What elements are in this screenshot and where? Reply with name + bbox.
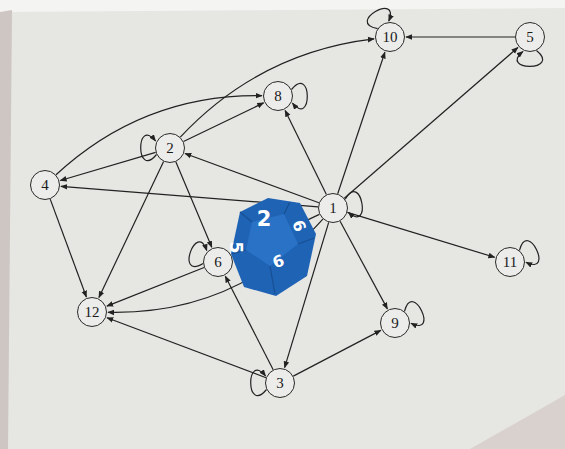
arrow-connector: [185, 154, 319, 203]
arrow-connector: [99, 162, 164, 298]
arrow-connector: [60, 152, 155, 180]
node-number: 4: [41, 178, 49, 193]
arrow-connector: [285, 110, 326, 194]
node-number: 10: [383, 30, 398, 45]
dice-number: 5: [228, 241, 245, 253]
arrow-connector: [517, 51, 543, 67]
number-circle: 1: [318, 193, 348, 223]
node-number: 6: [214, 255, 222, 270]
cloth-edge: [0, 10, 12, 449]
node-number: 1: [329, 201, 337, 216]
arrow-connector: [344, 48, 518, 199]
arrow-connector: [345, 192, 362, 217]
number-circle: 5: [515, 22, 545, 52]
number-circle: 8: [263, 81, 293, 111]
arrow-connector: [293, 330, 381, 376]
arrow-connector: [107, 318, 266, 378]
arrow-connector: [292, 83, 308, 109]
arrow-connector: [176, 162, 212, 248]
arrow-connector: [56, 96, 262, 175]
dice-number: 2: [257, 209, 272, 230]
arrow-connector: [50, 199, 86, 297]
arrow-connector: [338, 52, 385, 194]
node-number: 12: [85, 305, 100, 320]
number-circle: 11: [495, 247, 525, 277]
node-number: 5: [526, 30, 534, 45]
node-number: 8: [274, 89, 282, 104]
arrow-connector: [107, 268, 204, 307]
number-circle: 10: [375, 22, 405, 52]
node-number: 11: [503, 255, 517, 270]
number-circle: 3: [265, 368, 295, 398]
number-circle: 9: [380, 308, 410, 338]
arrow-connector: [340, 221, 387, 309]
node-number: 9: [391, 316, 399, 331]
arrow-connector: [406, 36, 515, 37]
node-number: 3: [276, 376, 284, 391]
arrow-connector: [347, 212, 494, 257]
paper-highlight: [0, 0, 565, 12]
arrow-connector: [180, 39, 374, 137]
number-circle: 2: [155, 133, 185, 163]
node-number: 2: [166, 141, 174, 156]
number-circle: 4: [30, 170, 60, 200]
number-circle: 12: [77, 297, 107, 327]
